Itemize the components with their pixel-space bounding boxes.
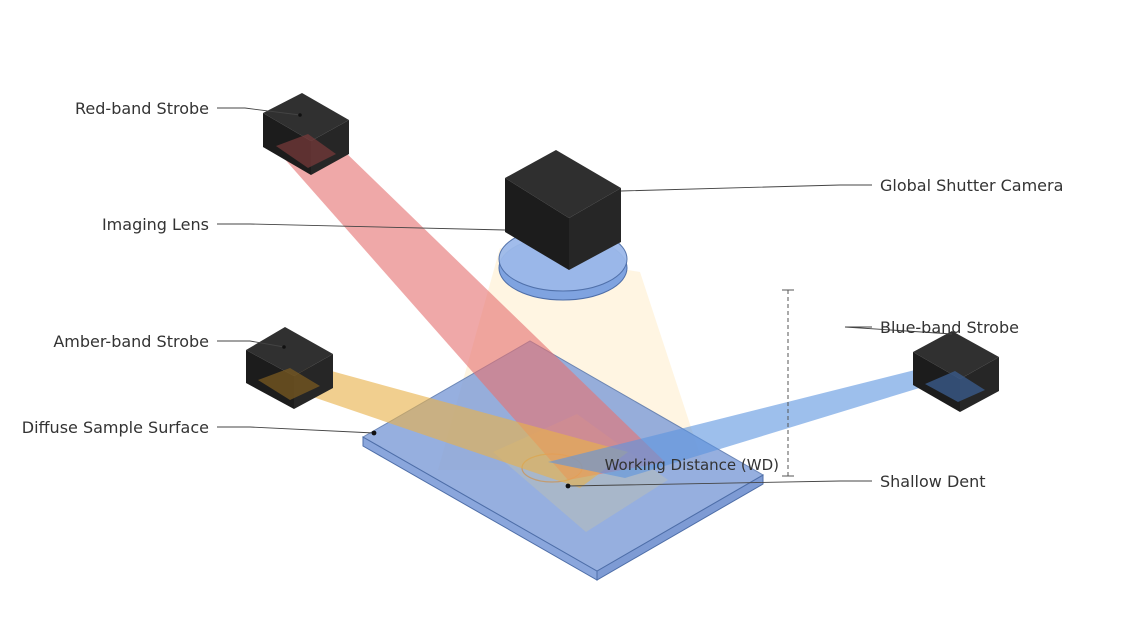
leader-amber-strobe (217, 340, 285, 348)
label-dent: Shallow Dent (880, 472, 986, 491)
label-imaging-lens: Imaging Lens (102, 215, 209, 234)
leader-dent (567, 480, 872, 487)
label-amber-strobe: Amber-band Strobe (53, 332, 209, 351)
anchor-dot-red-strobe (298, 113, 302, 117)
label-red-strobe: Red-band Strobe (75, 99, 209, 118)
leader-camera (620, 184, 872, 192)
leader-blue-strobe (844, 326, 953, 335)
leader-red-strobe (217, 107, 301, 116)
label-blue-strobe: Blue-band Strobe (880, 318, 1019, 337)
red-strobe (263, 93, 349, 175)
label-camera: Global Shutter Camera (880, 176, 1063, 195)
label-sample-surface: Diffuse Sample Surface (22, 418, 209, 437)
red-beam (274, 147, 665, 480)
blue-beam (548, 368, 962, 478)
anchor-dot-amber-strobe (282, 345, 286, 349)
label-working-distance: Working Distance (WD) (605, 456, 779, 474)
leader-imaging-lens (217, 223, 506, 231)
anchor-dot-sample (371, 430, 377, 436)
amber-strobe (246, 327, 333, 409)
leader-sample-surface (217, 426, 375, 434)
anchor-dot-dent (565, 483, 571, 489)
blue-strobe (913, 331, 999, 412)
amber-beam (266, 366, 628, 488)
working-distance-marker (782, 289, 794, 477)
camera-body (505, 150, 621, 270)
